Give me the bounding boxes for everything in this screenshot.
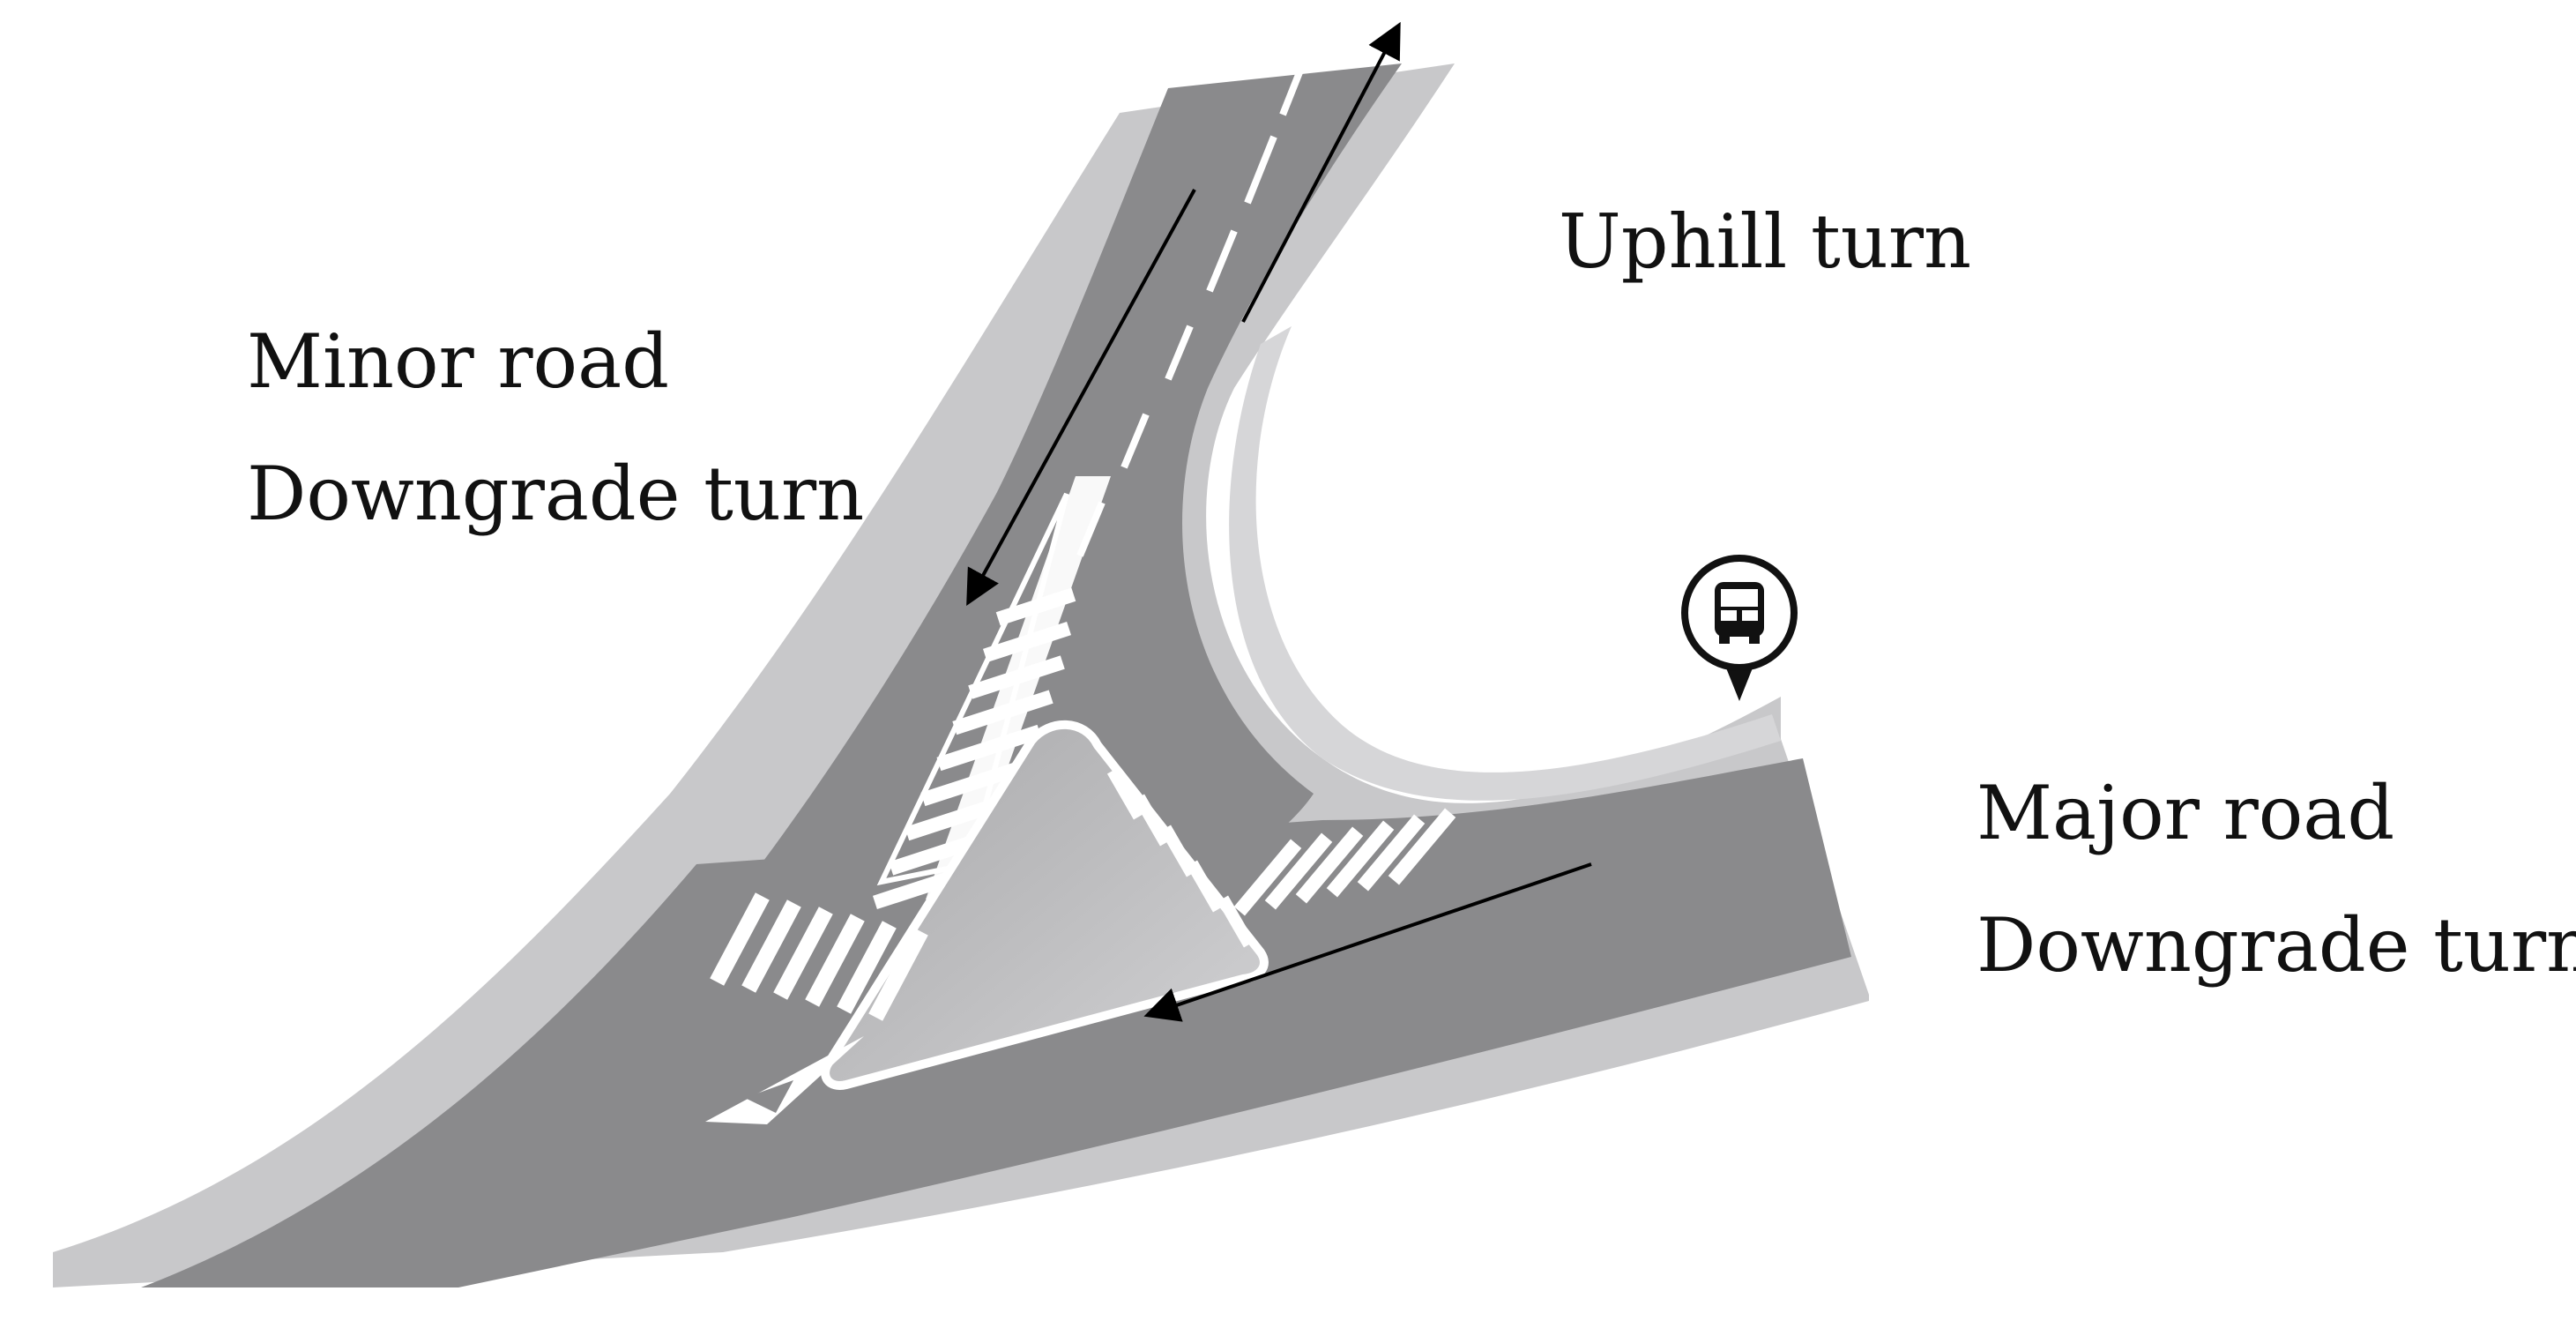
major-road-arrow [1143, 862, 1592, 1022]
crosswalk-right [1233, 808, 1456, 916]
minor-road-label: Minor road [247, 318, 669, 405]
minor-road-down-arrow [966, 189, 1196, 607]
island-side-hatching [1106, 767, 1255, 948]
crosswalk-left [710, 892, 928, 1021]
minor-downgrade-turn-label: Downgrade turn [247, 451, 865, 537]
major-road-label: Major road [1977, 770, 2395, 856]
major-downgrade-turn-label: Downgrade turn [1977, 902, 2576, 989]
channelizing-hatching [872, 476, 1111, 910]
uphill-turn-label: Uphill turn [1559, 198, 1972, 285]
minor-road-up-arrow [1241, 21, 1401, 323]
chevron-corner-left [705, 1036, 864, 1124]
minor-road-surface [617, 63, 1402, 1058]
bus-stop-icon [1681, 555, 1798, 701]
corner-sidewalk [1229, 326, 1781, 801]
